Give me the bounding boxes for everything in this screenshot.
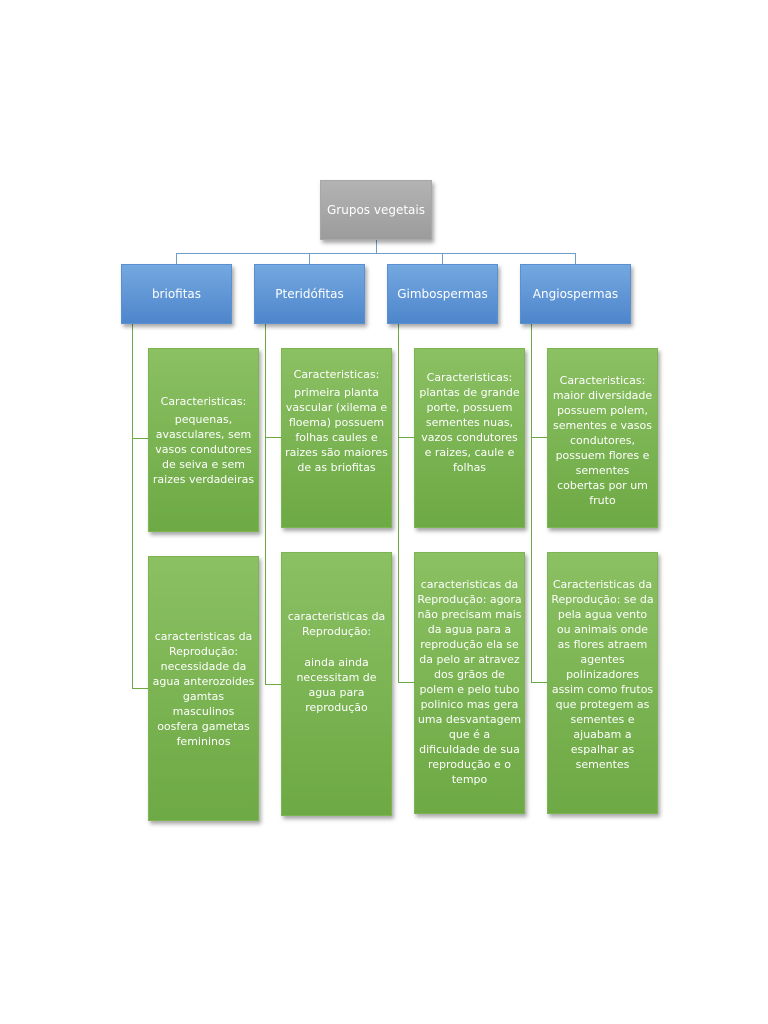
group-connector-drop-4 [575, 253, 576, 264]
group-connector-drop-3 [442, 253, 443, 264]
branch-tick-3a [398, 437, 414, 438]
characteristics-text: primeira planta vascular (xilema e floem… [285, 386, 388, 474]
branch-tick-4b [531, 682, 547, 683]
branch-tick-1a [132, 438, 149, 439]
root-label: Grupos vegetais [327, 203, 425, 217]
branch-tick-2b [265, 684, 281, 685]
group-node-gimbospermas: Gimbospermas [387, 264, 498, 324]
characteristics-box-gimbospermas: Caracteristicas: plantas de grande porte… [414, 348, 525, 528]
group-connector-drop-2 [309, 253, 310, 264]
reproduction-box-gimbospermas: caracteristicas da Reprodução: agora não… [414, 552, 525, 814]
characteristics-text: pequenas, avasculares, sem vasos conduto… [152, 412, 255, 486]
reproduction-text: Caracteristicas da Reprodução: se da pel… [551, 578, 654, 771]
characteristics-box-angiospermas: Caracteristicas: maior diversidade possu… [547, 348, 658, 528]
reproduction-text: caracteristicas da Reprodução: agora não… [417, 578, 522, 786]
characteristics-text: plantas de grande porte, possuem semente… [419, 386, 520, 474]
reproduction-box-angiospermas: Caracteristicas da Reprodução: se da pel… [547, 552, 658, 814]
branch-line-4 [531, 324, 532, 682]
group-connector-drop-1 [176, 253, 177, 264]
reproduction-box-briofitas: caracteristicas da Reprodução: necessida… [148, 556, 259, 821]
branch-tick-2a [265, 437, 281, 438]
branch-tick-4a [531, 437, 547, 438]
reproduction-text: ainda ainda necessitam de agua para repr… [296, 655, 377, 714]
characteristics-text: maior diversidade possuem polem, semente… [552, 389, 653, 507]
branch-tick-3b [398, 682, 414, 683]
group-label: Gimbospermas [397, 287, 488, 301]
characteristics-box-briofitas: Caracteristicas: pequenas, avasculares, … [148, 348, 259, 532]
group-node-angiospermas: Angiospermas [520, 264, 631, 324]
group-label: Pteridófitas [275, 287, 344, 301]
branch-line-3 [398, 324, 399, 682]
branch-line-2 [265, 324, 266, 684]
characteristics-heading: Caracteristicas: [426, 371, 513, 384]
group-label: briofitas [151, 287, 202, 301]
group-connector-horizontal [176, 253, 576, 254]
characteristics-box-pteridofitas: Caracteristicas: primeira planta vascula… [281, 348, 392, 528]
characteristics-heading: Caracteristicas: [160, 394, 247, 408]
root-connector-vertical [376, 240, 377, 254]
group-label: Angiospermas [532, 287, 619, 301]
reproduction-heading: caracteristicas da Reprodução: [287, 609, 386, 638]
group-node-pteridofitas: Pteridófitas [254, 264, 365, 324]
reproduction-box-pteridofitas: caracteristicas da Reprodução: ainda ain… [281, 552, 392, 816]
reproduction-text: caracteristicas da Reprodução: necessida… [152, 629, 255, 748]
characteristics-heading: Caracteristicas: [559, 374, 646, 387]
root-node: Grupos vegetais [320, 180, 432, 240]
branch-line-1 [132, 324, 133, 688]
group-node-briofitas: briofitas [121, 264, 232, 324]
characteristics-heading: Caracteristicas: [293, 368, 380, 381]
branch-tick-1b [132, 688, 149, 689]
